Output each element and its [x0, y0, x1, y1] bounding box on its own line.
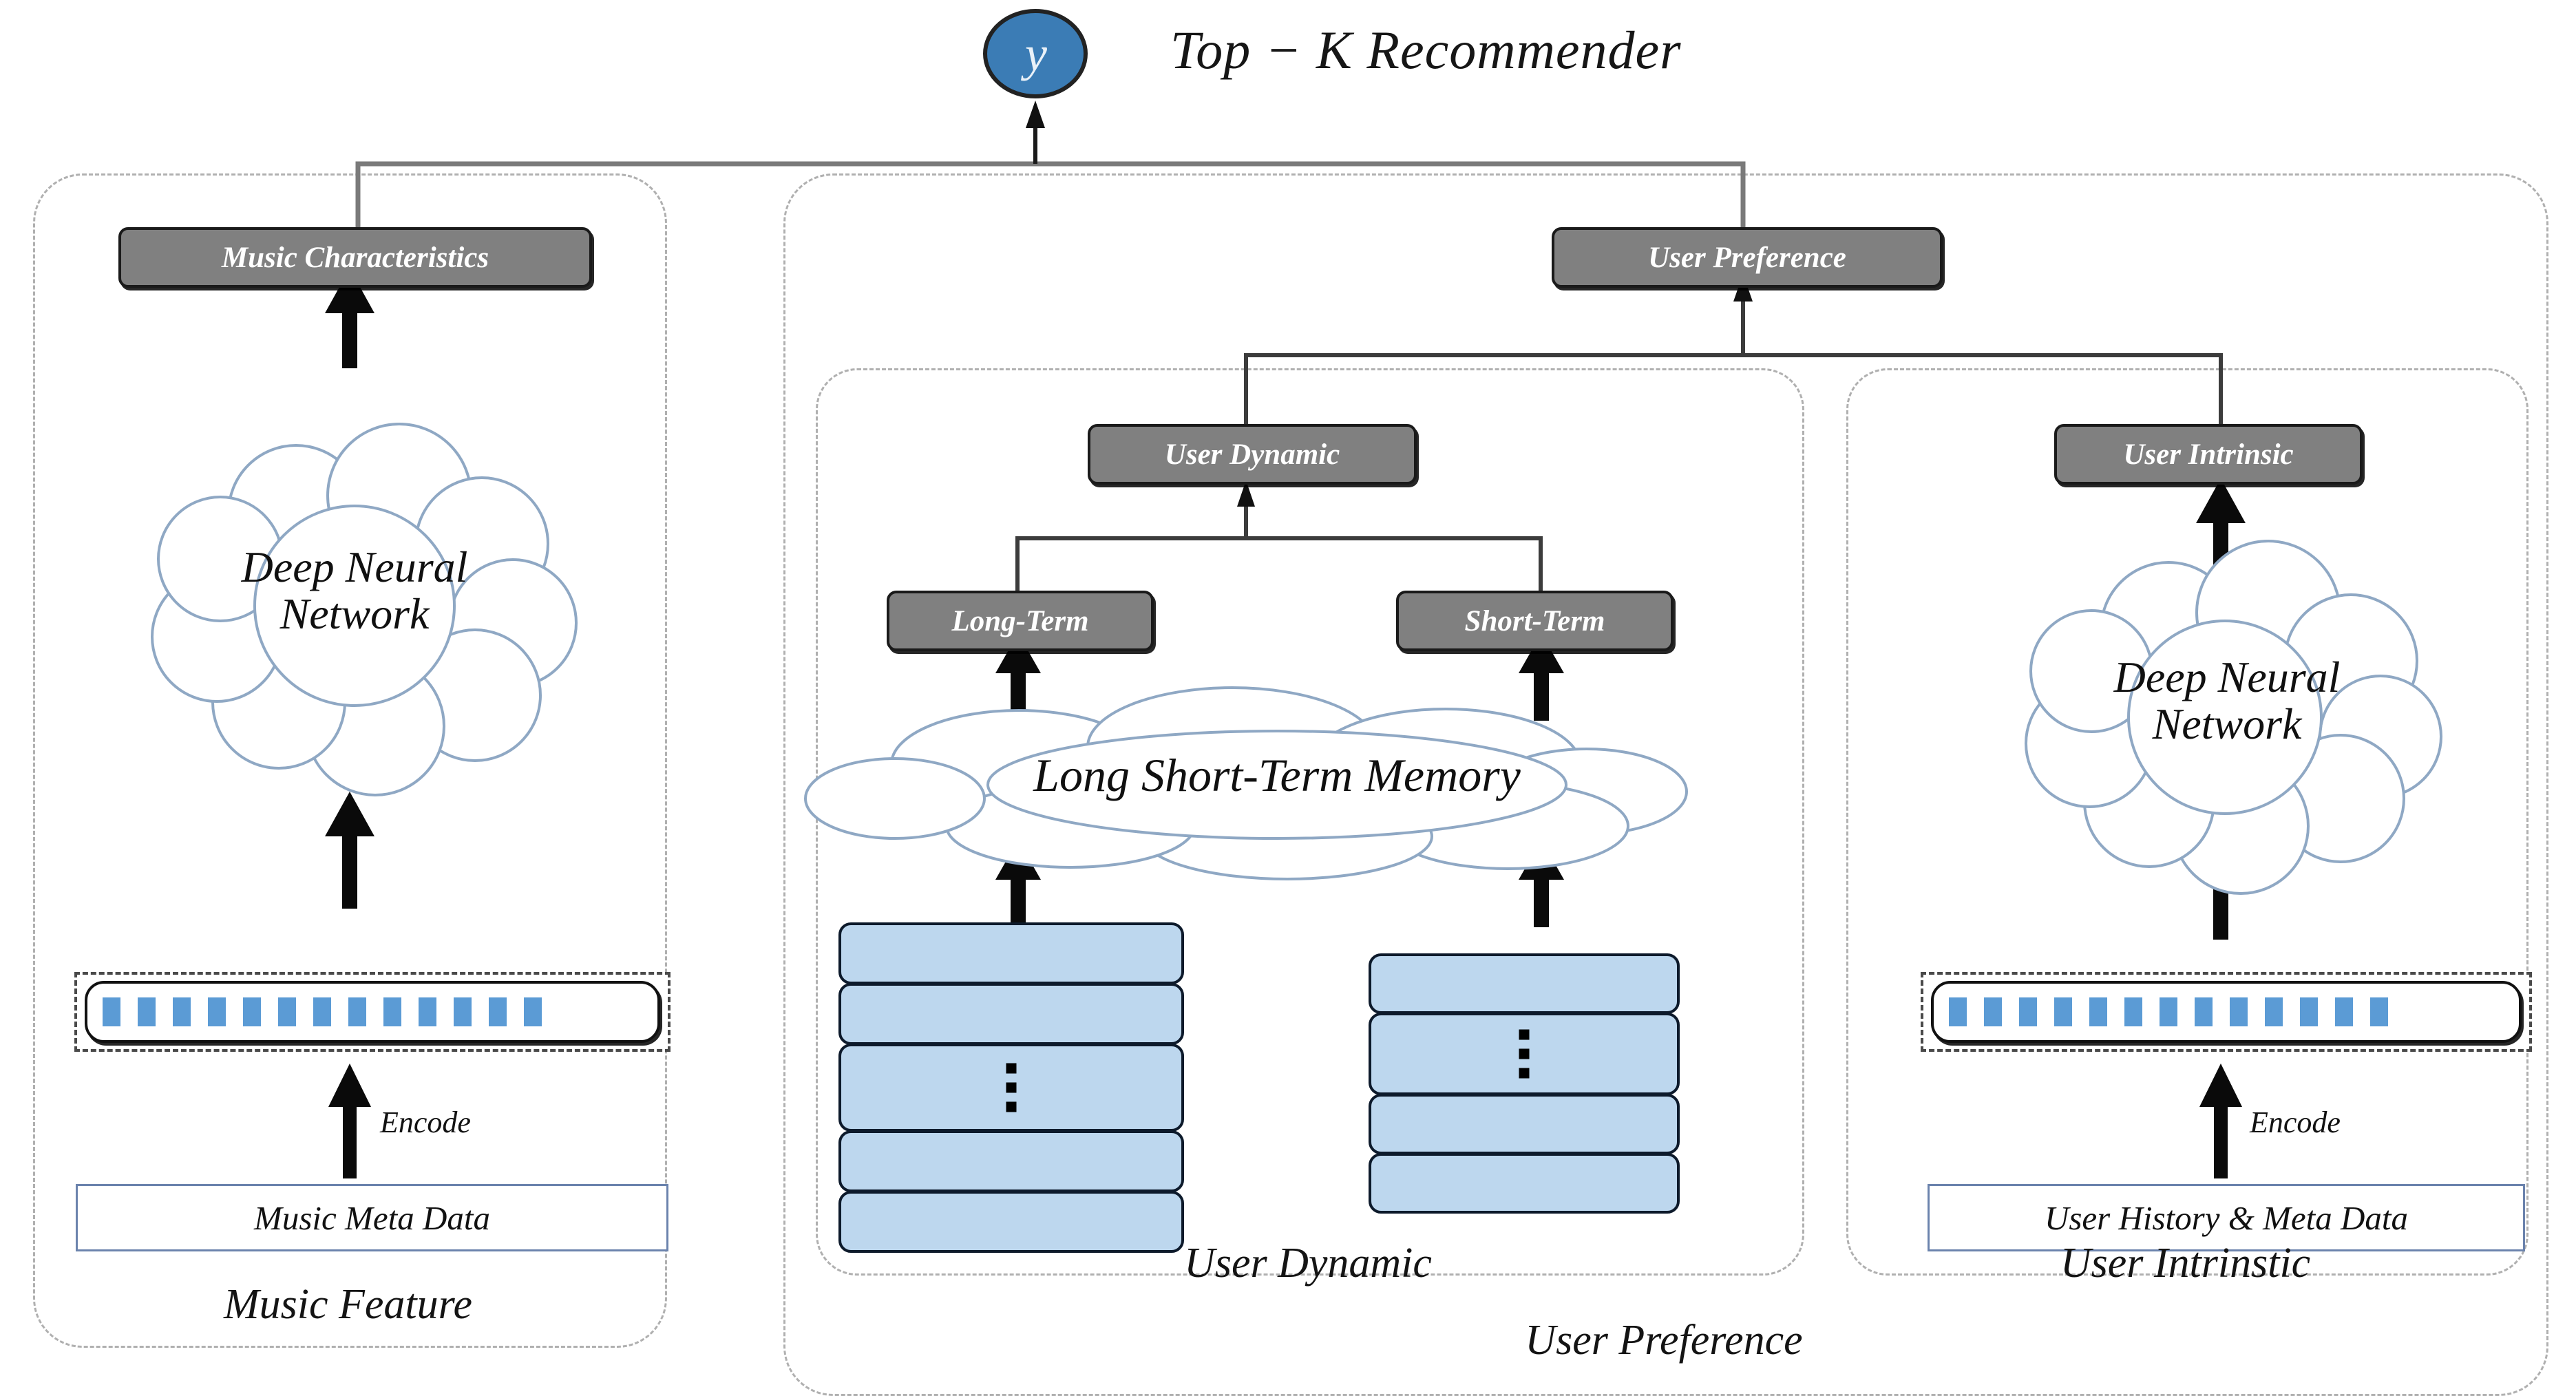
vector-cell	[2124, 997, 2142, 1026]
section-label-user-intrinstic: User Intrinstic	[2060, 1240, 2311, 1287]
node-long-term[interactable]: Long-Term	[887, 591, 1154, 651]
vector-cell	[524, 997, 542, 1026]
cloud-lstm-text: Long Short-Term Memory	[864, 750, 1690, 800]
music-meta-data-box[interactable]: Music Meta Data	[76, 1184, 668, 1251]
vector-cell	[2230, 997, 2248, 1026]
node-user-preference[interactable]: User Preference	[1552, 227, 1943, 288]
cloud-user-dnn-text: Deep Neural Network	[2048, 654, 2406, 748]
vector-cell	[2335, 997, 2353, 1026]
music-embedding-vector[interactable]	[74, 972, 671, 1052]
node-user-intrinsic[interactable]: User Intrinsic	[2054, 424, 2363, 485]
vector-cell	[173, 997, 191, 1026]
stack-long-term-slab[interactable]	[838, 1191, 1184, 1253]
group-user-intrinsic	[1846, 368, 2529, 1276]
vector-cell	[2054, 997, 2072, 1026]
music-embedding-vector-inner	[85, 981, 660, 1043]
user-embedding-vector[interactable]	[1921, 972, 2532, 1052]
group-music-feature	[33, 173, 667, 1348]
music-meta-data-label: Music Meta Data	[254, 1198, 490, 1237]
vector-cell	[278, 997, 296, 1026]
cloud-music-dnn-line2: Network	[279, 589, 430, 638]
cloud-music-dnn-text: Deep Neural Network	[176, 544, 534, 637]
vector-cell	[348, 997, 366, 1026]
stack-long-term-slab[interactable]	[838, 1130, 1184, 1192]
stack-short-term-slab[interactable]	[1369, 953, 1680, 1014]
vector-cell	[2160, 997, 2177, 1026]
vector-cell	[2370, 997, 2388, 1026]
user-history-meta-data-label: User History & Meta Data	[2044, 1198, 2409, 1237]
vector-cell	[2265, 997, 2283, 1026]
cloud-lstm	[804, 686, 1688, 880]
output-node-label: y	[986, 21, 1086, 87]
section-label-user-preference: User Preference	[1525, 1317, 1803, 1364]
music-encode-label: Encode	[380, 1106, 471, 1139]
group-user-dynamic	[816, 368, 1804, 1276]
user-embedding-vector-inner	[1931, 981, 2522, 1043]
vector-cell	[103, 997, 120, 1026]
cloud-user-dnn	[2025, 540, 2442, 895]
vector-cell	[419, 997, 436, 1026]
node-music-characteristics-label: Music Characteristics	[221, 241, 489, 274]
stack-long-term-slab[interactable]	[838, 922, 1184, 984]
stack-short-term	[1369, 953, 1680, 1229]
stack-short-term-slab[interactable]	[1369, 1094, 1680, 1154]
vector-cell	[489, 997, 507, 1026]
stack-short-term-slab[interactable]	[1369, 1013, 1680, 1095]
stack-long-term-slab[interactable]	[838, 1044, 1184, 1132]
section-label-music-feature: Music Feature	[224, 1281, 472, 1328]
output-node-letter: y	[1025, 25, 1047, 81]
vertical-ellipsis-icon	[1006, 1063, 1017, 1112]
stack-long-term-slab[interactable]	[838, 983, 1184, 1045]
vector-cell	[2300, 997, 2318, 1026]
section-label-user-dynamic: User Dynamic	[1184, 1240, 1432, 1287]
vector-cell	[454, 997, 472, 1026]
vector-cell	[2019, 997, 2037, 1026]
cloud-music-dnn-line1: Deep Neural	[241, 542, 468, 591]
vector-cell	[2089, 997, 2107, 1026]
vertical-ellipsis-icon	[1519, 1029, 1530, 1079]
node-music-characteristics[interactable]: Music Characteristics	[118, 227, 592, 288]
page-title: Top − K Recommender	[1170, 20, 1682, 80]
vector-cell	[2195, 997, 2213, 1026]
vector-cell	[1949, 997, 1967, 1026]
node-short-term[interactable]: Short-Term	[1396, 591, 1674, 651]
cloud-lstm-line1: Long Short-Term Memory	[1033, 749, 1521, 801]
user-history-meta-data-box[interactable]: User History & Meta Data	[1928, 1184, 2525, 1251]
stack-long-term	[838, 922, 1184, 1253]
cloud-user-dnn-line1: Deep Neural	[2113, 653, 2341, 701]
node-long-term-label: Long-Term	[951, 604, 1089, 637]
node-user-intrinsic-label: User Intrinsic	[2123, 438, 2294, 471]
vector-cell	[383, 997, 401, 1026]
node-user-preference-label: User Preference	[1648, 241, 1846, 274]
vector-cell	[313, 997, 331, 1026]
user-encode-label: Encode	[2250, 1106, 2341, 1139]
stack-short-term-slab[interactable]	[1369, 1153, 1680, 1214]
cloud-user-dnn-line2: Network	[2152, 699, 2302, 748]
vector-cell	[138, 997, 156, 1026]
node-user-dynamic-label: User Dynamic	[1164, 438, 1340, 471]
vector-cell	[208, 997, 226, 1026]
node-short-term-label: Short-Term	[1464, 604, 1605, 637]
node-user-dynamic[interactable]: User Dynamic	[1088, 424, 1417, 485]
vector-cell	[243, 997, 261, 1026]
vector-cell	[1984, 997, 2002, 1026]
cloud-music-dnn	[151, 423, 578, 796]
